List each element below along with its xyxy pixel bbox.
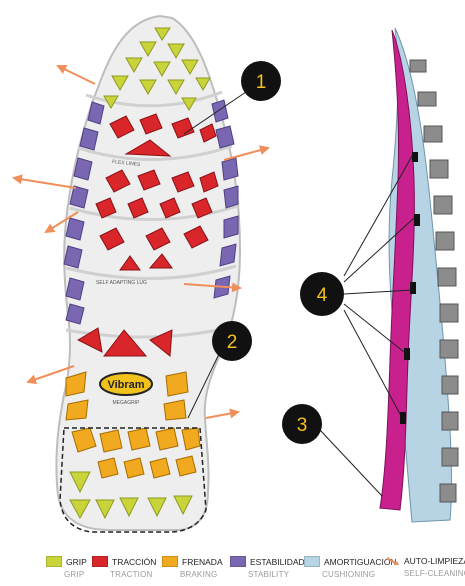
callout-3-number: 3 <box>297 415 308 436</box>
callout-4-number: 4 <box>317 285 328 306</box>
legend-sub-label: BRAKING <box>180 570 223 579</box>
legend: GRIP GRIP TRACCIÓN TRACTION FRENADA BRAK… <box>0 556 465 586</box>
callout-3: 3 <box>282 404 322 444</box>
legend-item-braking: FRENADA BRAKING <box>162 556 223 579</box>
legend-item-grip: GRIP GRIP <box>46 556 87 579</box>
compound-label: MEGAGRIP <box>113 400 141 406</box>
callout-1-number: 1 <box>256 72 267 93</box>
legend-item-traction: TRACCIÓN TRACTION <box>92 556 156 579</box>
legend-sub-label: SELF-CLEANING <box>404 569 465 578</box>
legend-sub-label: TRACTION <box>110 570 156 579</box>
legend-item-self-cleaning: AUTO-LIMPIEZA SELF-CLEANING <box>386 556 465 578</box>
sole-side-view <box>380 28 458 522</box>
braking-swatch <box>162 556 178 567</box>
callout-4: 4 <box>300 272 344 316</box>
traction-swatch <box>92 556 108 567</box>
legend-item-stability: ESTABILIDAD STABILITY <box>230 556 305 579</box>
sole-bottom-view: Vibram MEGAGRIP FLEX LINES SELF ADAPTING… <box>14 16 268 532</box>
legend-label: GRIP <box>66 557 87 567</box>
legend-label: AUTO-LIMPIEZA <box>404 556 465 566</box>
callout-1: 1 <box>241 61 281 101</box>
grip-swatch <box>46 556 62 567</box>
legend-item-cushioning: AMORTIGUACIÓN CUSHIONING <box>304 556 397 579</box>
legend-label: FRENADA <box>182 557 223 567</box>
legend-sub-label: GRIP <box>64 570 87 579</box>
legend-label: ESTABILIDAD <box>250 557 305 567</box>
legend-label: TRACCIÓN <box>112 557 156 567</box>
legend-sub-label: STABILITY <box>248 570 305 579</box>
cushioning-swatch <box>304 556 320 567</box>
self-adapting-label: SELF ADAPTING LUG <box>96 280 147 286</box>
stability-swatch <box>230 556 246 567</box>
callout-2: 2 <box>212 321 252 361</box>
callout-2-number: 2 <box>227 332 238 353</box>
arrow-icon <box>386 557 400 566</box>
brand-logo-text: Vibram <box>107 379 144 391</box>
